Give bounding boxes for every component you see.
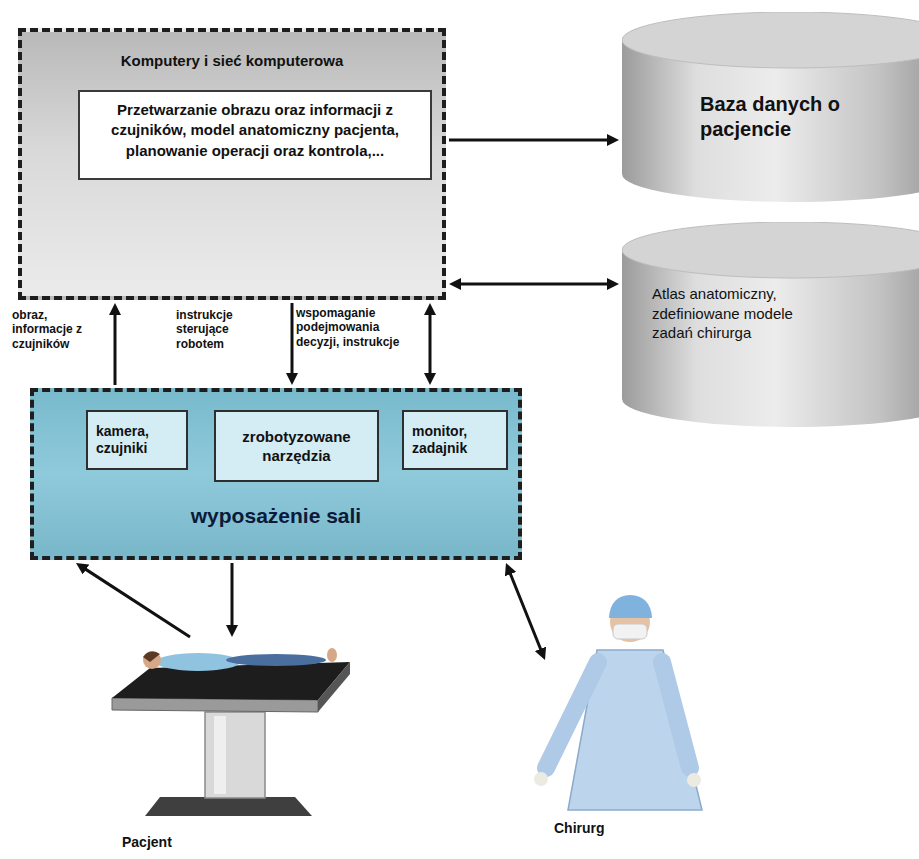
surgeon-arm <box>662 662 690 768</box>
node-text: Atlas anatomiczny, zdefiniowane modele z… <box>652 284 830 343</box>
connector-arrow <box>231 563 234 626</box>
patient-node: Pacjent <box>108 640 358 852</box>
edge-label: obraz, informacje z czujników <box>12 308 108 351</box>
edge-label: instrukcje sterujące robotem <box>176 308 280 351</box>
surgeon-cap <box>609 595 652 618</box>
table-column <box>205 712 265 798</box>
patient-legs <box>226 654 326 666</box>
node-text: Baza danych o pacjencie <box>700 92 872 142</box>
connector-arrow <box>114 314 117 385</box>
surgeon-arm <box>546 662 598 768</box>
figure-label: Pacjent <box>122 834 172 850</box>
table-side <box>318 662 350 712</box>
node-text: wyposażenie sali <box>34 504 518 528</box>
computer-group: Komputery i sieć komputerowaPrzetwarzani… <box>18 28 446 300</box>
device-box: kamera, czujniki <box>86 410 188 470</box>
equipment-group: wyposażenie sali kamera, czujniki zrobotyz… <box>30 388 522 560</box>
node-text: Przetwarzanie obrazu oraz informacji z c… <box>92 100 418 161</box>
node-text: Komputery i sieć komputerowa <box>22 52 442 69</box>
surgeon-node: Chirurg <box>548 585 728 840</box>
connector-arrow <box>85 569 190 637</box>
connector-arrow <box>460 283 608 286</box>
node-text: monitor, zadajnik <box>412 423 498 458</box>
edge-label: wspomaganie podejmowania decyzji, instru… <box>296 306 420 349</box>
table-rail <box>112 698 318 712</box>
connector-arrow <box>429 314 432 374</box>
database-cylinder: Atlas anatomiczny, zdefiniowane modele z… <box>622 222 919 427</box>
connector-arrow <box>449 139 608 142</box>
surgeon-figure <box>534 595 702 810</box>
surgeon-mask <box>613 624 647 639</box>
device-box: zrobotyzowane narzędzia <box>214 410 379 482</box>
figure-label: Chirurg <box>554 820 605 836</box>
surgeon-glove <box>687 773 701 787</box>
table-column-shine <box>214 716 226 794</box>
table-base <box>145 797 312 816</box>
device-box: monitor, zadajnik <box>402 410 508 470</box>
process-box: Przetwarzanie obrazu oraz informacji z c… <box>78 90 432 180</box>
patient-torso <box>156 653 240 671</box>
node-text: kamera, czujniki <box>96 423 178 458</box>
patient-head <box>143 651 161 669</box>
connector-arrow <box>510 573 541 650</box>
surgeon-glove <box>534 772 548 786</box>
patient-hair <box>143 652 160 662</box>
cylinder-top <box>622 12 919 68</box>
patient-feet <box>327 648 337 662</box>
node-text: zrobotyzowane narzędzia <box>224 427 369 466</box>
connector-arrow <box>291 303 294 374</box>
database-cylinder: Baza danych o pacjencie <box>622 12 919 202</box>
patient-figure <box>143 648 337 671</box>
cylinder-top <box>622 222 919 278</box>
operating-table <box>112 662 350 816</box>
